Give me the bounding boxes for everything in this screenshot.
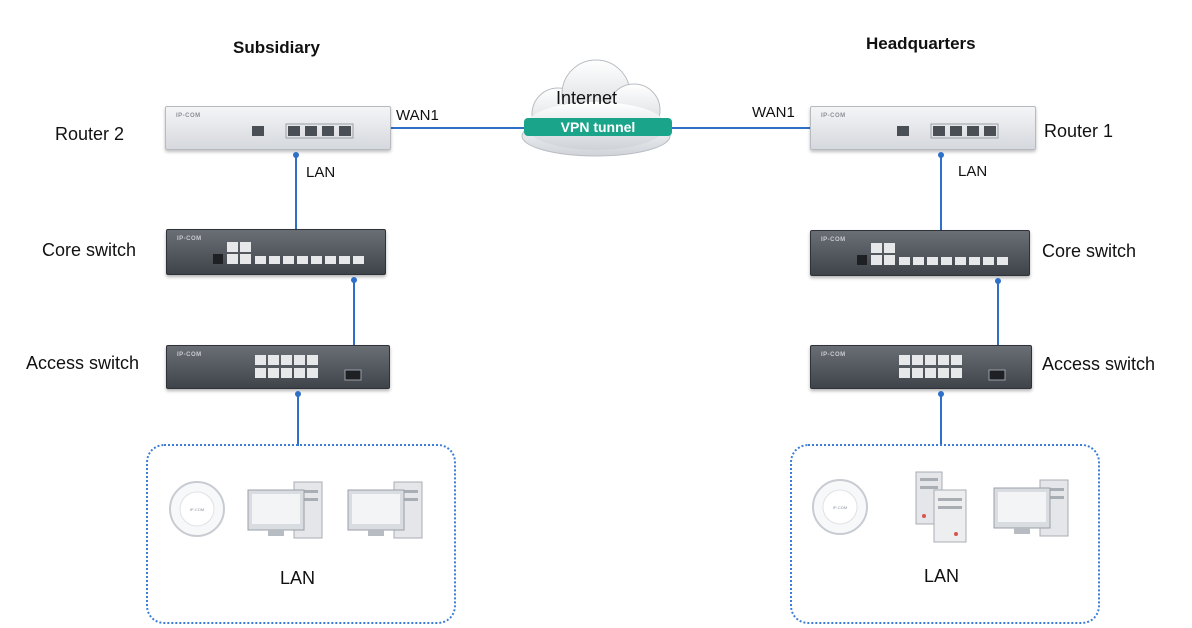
ethernet-ports-icon — [897, 123, 999, 139]
switch-ports-icon — [899, 355, 1006, 381]
subsidiary-title: Subsidiary — [233, 38, 320, 57]
subsidiary-router-label: Router 2 — [55, 124, 125, 144]
headquarters-lan-link-label: LAN — [958, 163, 988, 180]
subsidiary-core-switch-device: IP-COM — [166, 229, 386, 275]
internet-label: Internet — [556, 88, 618, 108]
computer-icon — [993, 479, 1069, 537]
headquarters-wan-link — [672, 127, 810, 129]
brand-logo: IP-COM — [177, 352, 202, 358]
headquarters-title: Headquarters — [866, 34, 976, 53]
computer-icon — [347, 481, 423, 539]
headquarters-lan-group — [790, 444, 1100, 624]
headquarters-router-label: Router 1 — [1044, 121, 1114, 141]
access-point-icon: IP-COM — [169, 481, 225, 537]
server-icon — [915, 471, 967, 543]
subsidiary-access-switch-device: IP-COM — [166, 345, 390, 389]
vpn-tunnel-label: VPN tunnel — [524, 118, 672, 136]
subsidiary-wan-label: WAN1 — [396, 107, 439, 124]
switch-ports-icon — [857, 243, 1008, 265]
brand-logo: IP-COM — [176, 113, 201, 119]
headquarters-lan-group-label: LAN — [924, 566, 960, 586]
router-2-device: IP-COM — [165, 106, 391, 150]
subsidiary-lan-group-label: LAN — [280, 568, 316, 588]
core-to-access-link — [353, 280, 355, 352]
subsidiary-lan-link-label: LAN — [306, 164, 336, 181]
router-1-device: IP-COM — [810, 106, 1036, 150]
subsidiary-access-switch-label: Access switch — [26, 353, 140, 373]
headquarters-wan-label: WAN1 — [752, 104, 795, 121]
brand-logo: IP-COM — [821, 352, 846, 358]
access-to-lan-link — [297, 394, 299, 446]
headquarters-core-switch-device: IP-COM — [810, 230, 1030, 276]
router-to-core-link — [940, 155, 942, 231]
headquarters-core-switch-label: Core switch — [1042, 241, 1137, 261]
subsidiary-core-switch-label: Core switch — [42, 240, 137, 260]
subsidiary-wan-link — [390, 127, 524, 129]
brand-logo: IP-COM — [177, 236, 202, 242]
access-to-lan-link — [940, 394, 942, 446]
brand-logo: IP-COM — [821, 113, 846, 119]
router-to-core-link — [295, 155, 297, 231]
switch-ports-icon — [213, 242, 364, 264]
svg-text:IP-COM: IP-COM — [190, 507, 204, 512]
headquarters-access-switch-device: IP-COM — [810, 345, 1032, 389]
headquarters-access-switch-label: Access switch — [1042, 354, 1156, 374]
access-point-icon: IP-COM — [812, 479, 868, 535]
brand-logo: IP-COM — [821, 237, 846, 243]
computer-icon — [247, 481, 323, 539]
switch-ports-icon — [255, 355, 362, 381]
subsidiary-lan-group — [146, 444, 456, 624]
svg-text:IP-COM: IP-COM — [833, 505, 847, 510]
ethernet-ports-icon — [252, 123, 354, 139]
core-to-access-link — [997, 281, 999, 353]
